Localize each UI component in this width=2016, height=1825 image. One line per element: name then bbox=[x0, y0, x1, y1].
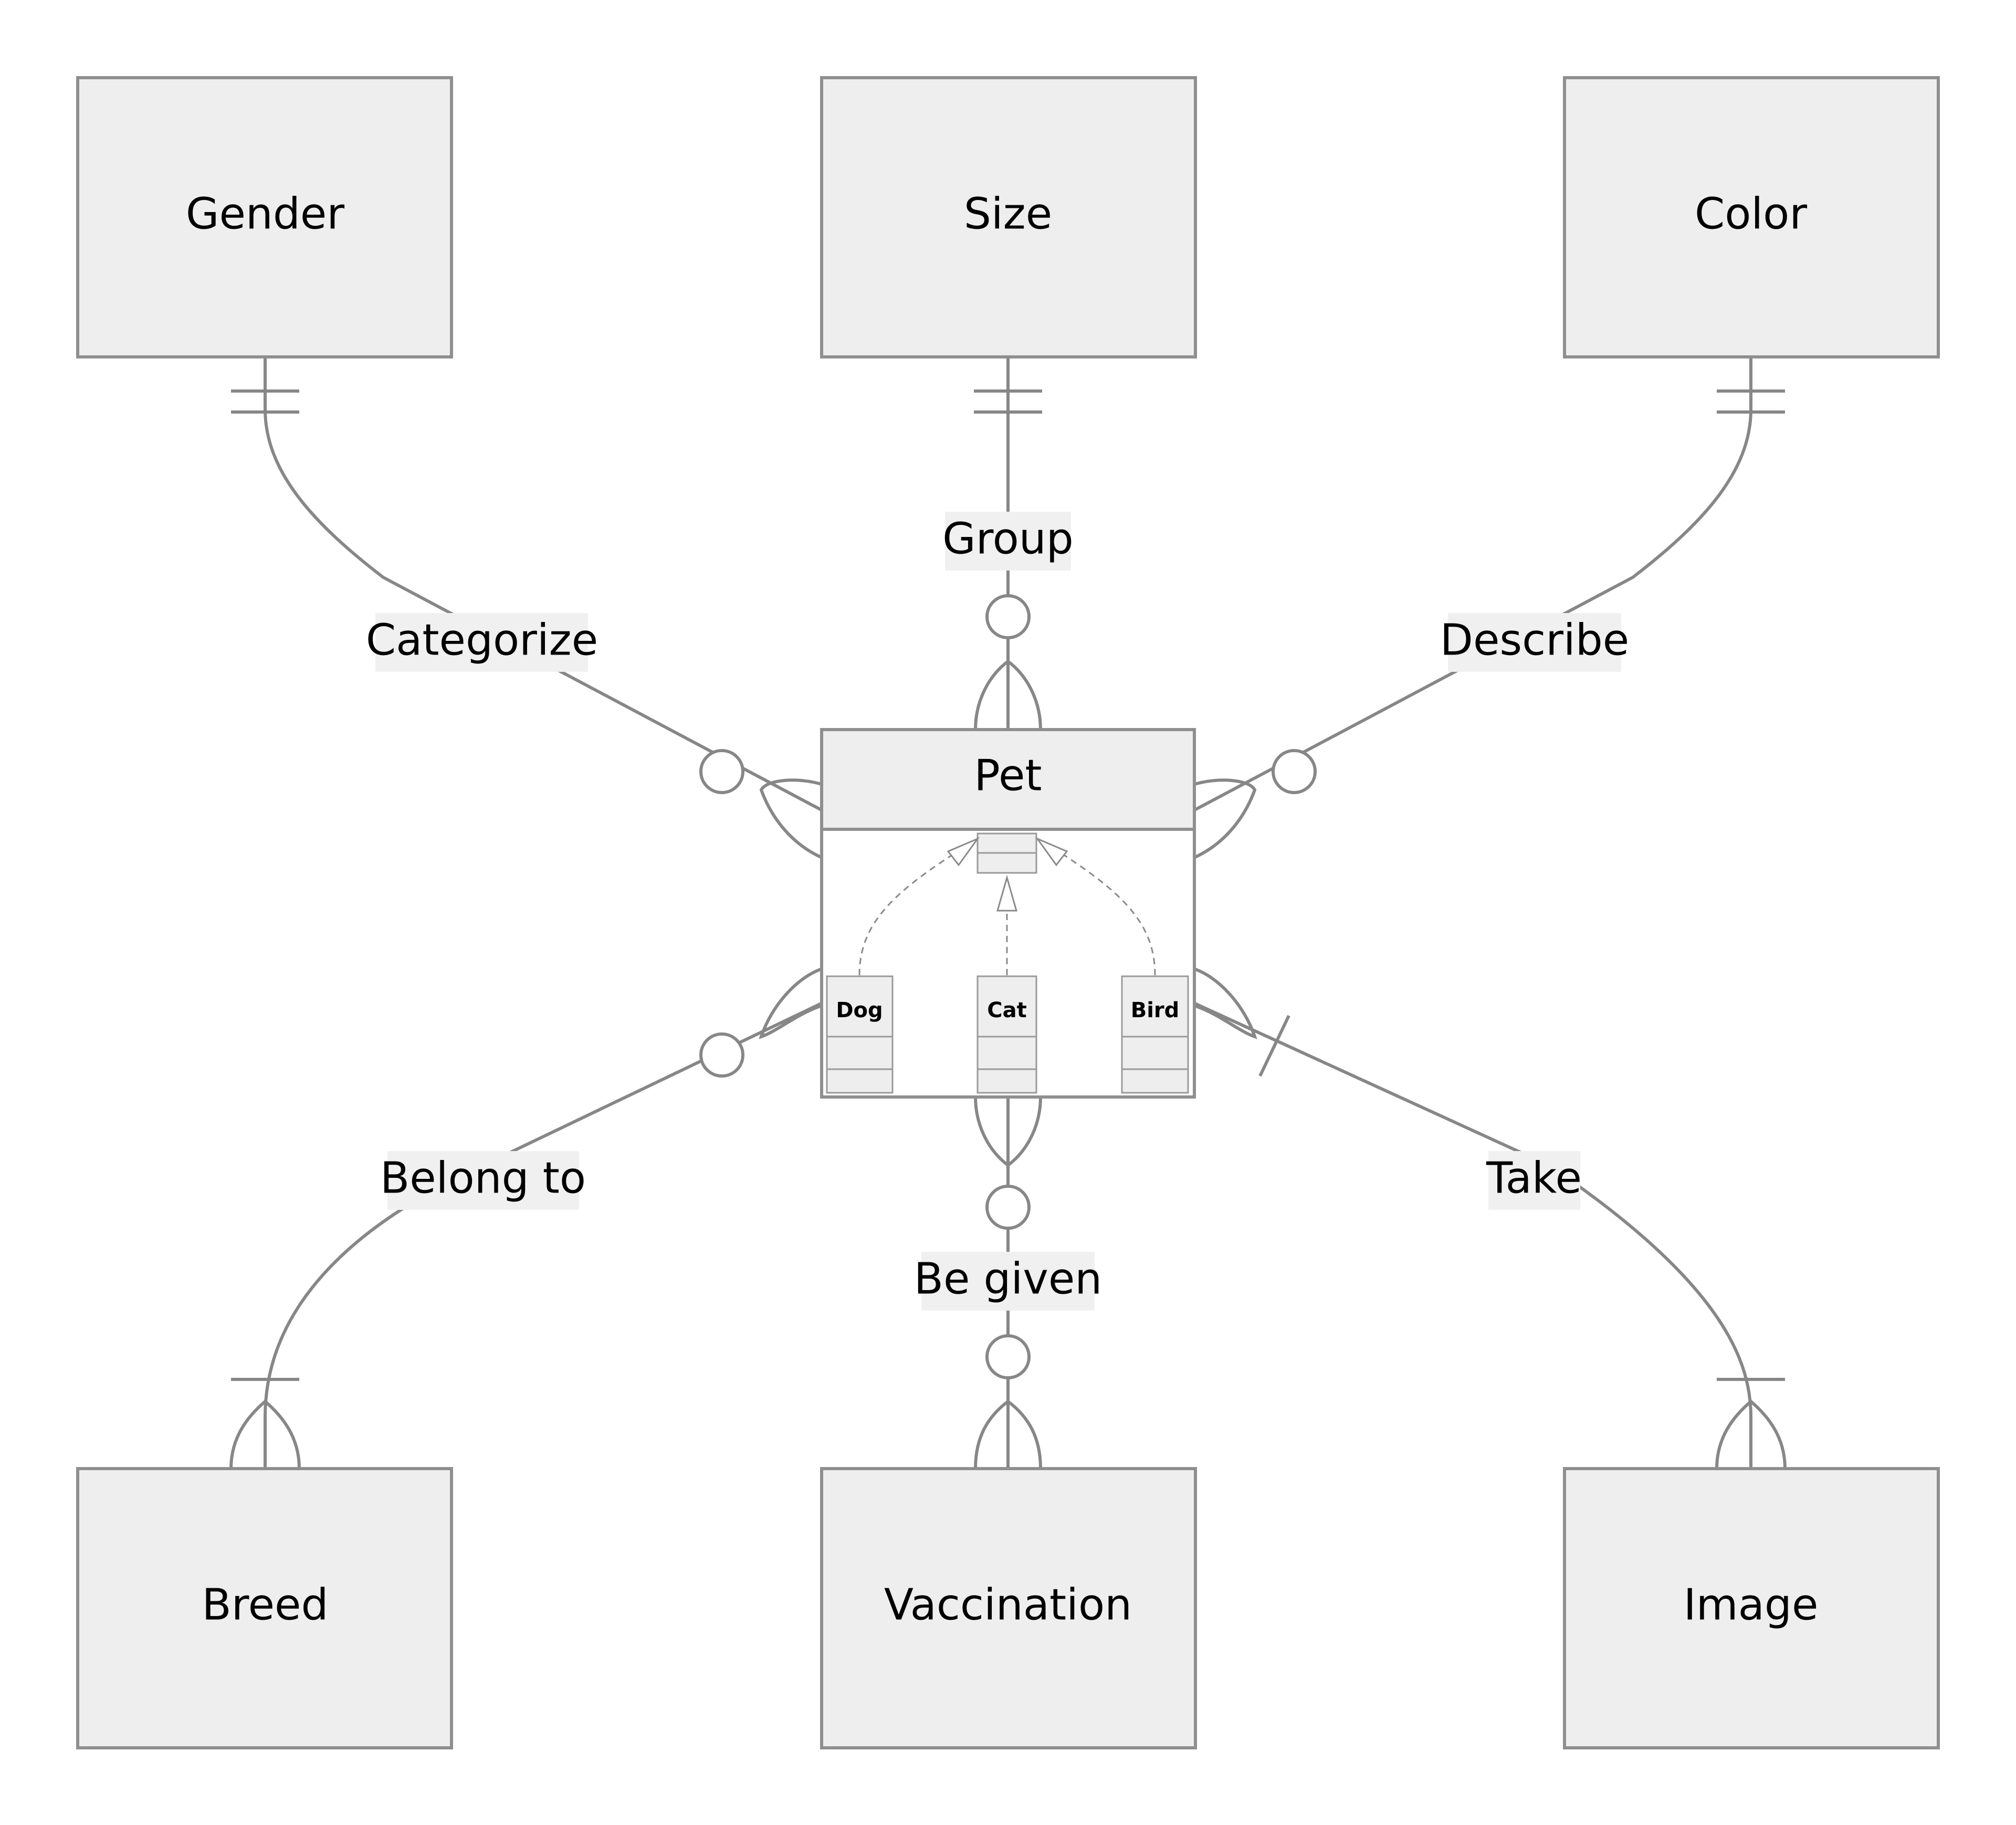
group-text: Group bbox=[942, 514, 1074, 564]
entity-breed-label: Breed bbox=[202, 1580, 328, 1630]
pet-supertype-box bbox=[976, 832, 1037, 874]
entity-image[interactable]: Image bbox=[1563, 1467, 1940, 1749]
take-text: Take bbox=[1486, 1154, 1582, 1204]
edge-image-pet bbox=[1192, 1001, 1752, 1469]
cardinality-markers bbox=[229, 389, 1787, 1469]
subtype-bird[interactable]: Bird bbox=[1121, 975, 1189, 1094]
be-given-text: Be given bbox=[914, 1254, 1102, 1304]
entity-gender[interactable]: Gender bbox=[76, 76, 453, 358]
relationship-label-categorize: Categorize bbox=[366, 613, 598, 672]
entity-breed[interactable]: Breed bbox=[76, 1467, 453, 1749]
subtype-cat[interactable]: Cat bbox=[976, 975, 1037, 1094]
entity-pet-label: Pet bbox=[974, 751, 1042, 801]
edge-breed-pet bbox=[264, 1001, 824, 1469]
relationship-label-describe: Describe bbox=[1440, 613, 1629, 672]
entity-gender-label: Gender bbox=[186, 189, 344, 239]
describe-text: Describe bbox=[1440, 616, 1629, 666]
belong-to-text: Belong to bbox=[380, 1154, 586, 1204]
entity-color-label: Color bbox=[1695, 189, 1807, 239]
relationship-label-belong-to: Belong to bbox=[380, 1151, 586, 1210]
subtype-dog-label: Dog bbox=[836, 998, 883, 1022]
subtype-dog[interactable]: Dog bbox=[826, 975, 894, 1094]
relationship-label-group: Group bbox=[942, 512, 1074, 571]
subtype-cat-label: Cat bbox=[987, 998, 1026, 1022]
generalization-arrows bbox=[858, 837, 1156, 976]
edge-color-pet bbox=[1192, 358, 1752, 813]
entity-image-label: Image bbox=[1684, 1580, 1819, 1630]
entity-size-label: Size bbox=[964, 189, 1052, 239]
relationship-label-be-given: Be given bbox=[914, 1252, 1102, 1311]
entity-vaccination[interactable]: Vaccination bbox=[820, 1467, 1197, 1749]
entity-size[interactable]: Size bbox=[820, 76, 1197, 358]
relationship-label-take: Take bbox=[1486, 1151, 1582, 1210]
subtype-bird-label: Bird bbox=[1131, 998, 1180, 1022]
edge-gender-pet bbox=[264, 358, 824, 813]
categorize-text: Categorize bbox=[366, 616, 598, 666]
entity-color[interactable]: Color bbox=[1563, 76, 1940, 358]
entity-vaccination-label: Vaccination bbox=[884, 1580, 1132, 1630]
